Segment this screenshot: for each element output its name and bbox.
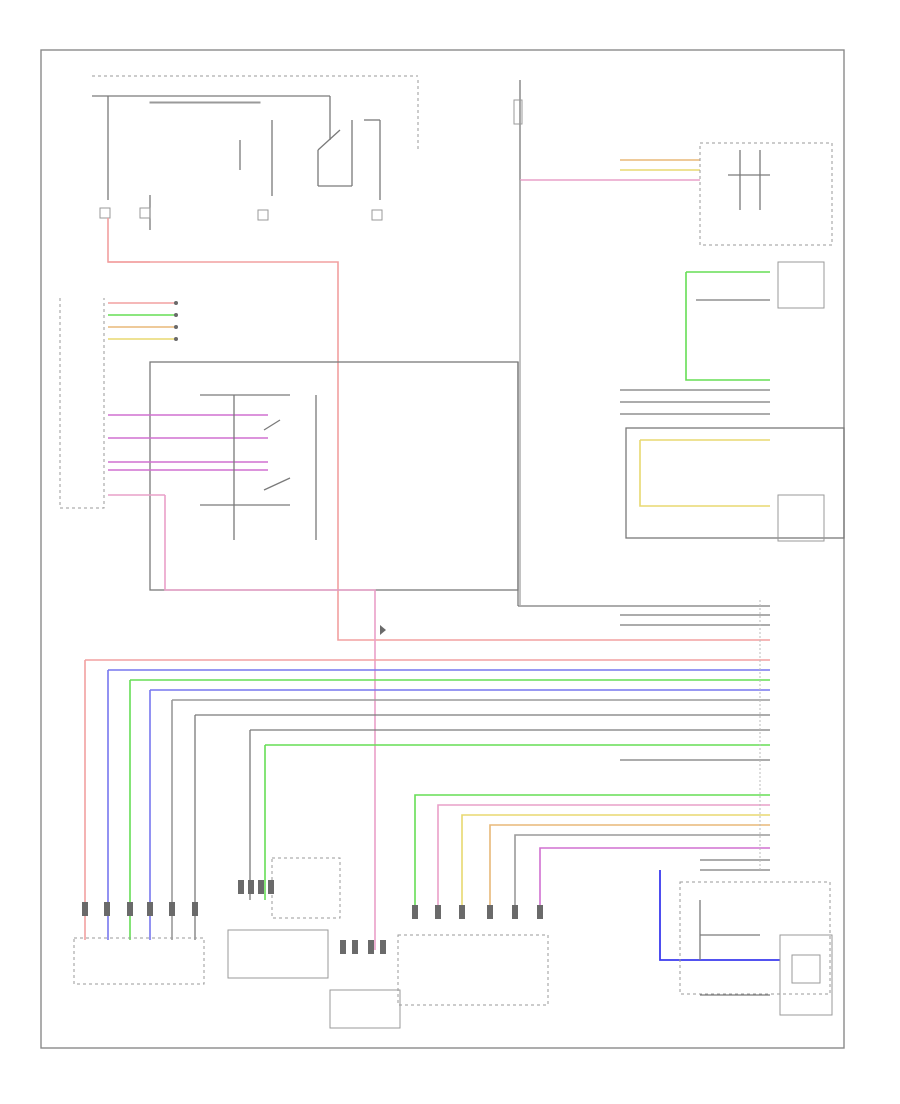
- bottom-pin-markers: [82, 880, 543, 954]
- transmission-range-sensor-box: [625, 427, 845, 539]
- clutch-position-sensor: [329, 989, 401, 1029]
- pink-signal-wire: [164, 495, 376, 950]
- bottom-connectors: [73, 857, 549, 1029]
- brake-light-switch: [227, 929, 329, 979]
- engine-control-module-outline: [59, 298, 105, 509]
- fuse-relay-block-left: [99, 80, 419, 230]
- bottom-left-drops: [84, 660, 266, 940]
- transmission-solenoid-connector: [73, 937, 205, 985]
- cruise-control-switch: [233, 395, 317, 540]
- lower-right-bundle: [414, 794, 770, 910]
- ground-symbol-icon: [380, 625, 386, 635]
- instrument-cluster: [699, 142, 833, 246]
- sensor-box-icon: [777, 261, 825, 309]
- yellow-range-wire: [639, 440, 770, 507]
- cruise-switch-loop: [149, 361, 519, 591]
- switch-contact-icon: [317, 129, 341, 151]
- green-sensor-wire: [685, 272, 770, 381]
- tcm-harness-bundle: [85, 614, 770, 761]
- connector-c1: [108, 301, 178, 341]
- direct-shift-gearbox-module: [397, 934, 549, 1006]
- transmission-control-module: [679, 881, 831, 996]
- diagram-border: [40, 49, 845, 1049]
- sensor-box-icon: [791, 954, 821, 984]
- engine-speed-sensor: [779, 934, 833, 1016]
- navy-speed-wire: [659, 870, 780, 961]
- brake-light-relay: [271, 857, 341, 919]
- red-feed-wire: [107, 218, 770, 641]
- fuse-block-center: [513, 80, 523, 220]
- connector-pin-icon: [174, 301, 178, 305]
